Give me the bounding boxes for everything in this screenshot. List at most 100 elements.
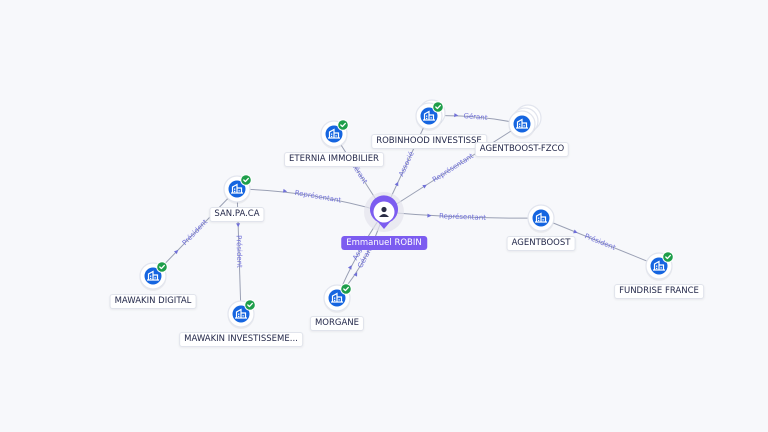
building-icon-shape: [147, 270, 159, 281]
building-icon: [235, 308, 247, 319]
building-icon-window: [542, 219, 544, 221]
building-icon-window: [656, 265, 658, 267]
company-node-fundrise[interactable]: [645, 251, 674, 281]
building-icon: [535, 212, 547, 223]
building-icon-window: [430, 117, 432, 119]
building-icon-window: [519, 123, 521, 125]
company-node-mawakin-invest[interactable]: [227, 299, 256, 329]
relation-edge: Représentant: [383, 211, 542, 222]
company-label-mawakin-digital[interactable]: MAWAKIN DIGITAL: [109, 294, 197, 309]
person-icon-head: [381, 206, 387, 213]
check-mark: [435, 104, 441, 110]
building-icon-shape: [423, 110, 435, 121]
check-mark: [243, 177, 249, 183]
building-icon-window: [234, 190, 236, 193]
check-mark: [159, 264, 165, 270]
edge-label: Représentant: [294, 189, 342, 205]
edge-label: Représentant: [439, 212, 486, 222]
building-icon-window: [234, 188, 236, 190]
edge-label: Associé: [397, 150, 415, 177]
building-icon-shape: [328, 128, 340, 139]
company-node-eternia[interactable]: [320, 119, 349, 149]
edge-arrow-icon: [394, 181, 399, 187]
building-icon-window: [238, 315, 240, 318]
verified-check-icon: [432, 101, 444, 113]
building-icon: [331, 292, 343, 303]
building-icon-window: [242, 315, 244, 317]
edge-arrow-icon: [282, 188, 288, 193]
person-label[interactable]: Emmanuel ROBIN: [341, 236, 427, 250]
verified-check-icon: [337, 119, 349, 131]
edge-arrow-icon: [236, 223, 241, 228]
building-icon-window: [331, 133, 333, 135]
edge-label: Gérant: [463, 112, 488, 122]
edge-arrow-icon: [347, 265, 352, 270]
building-icon-window: [238, 190, 240, 192]
edge-arrow-icon: [454, 113, 459, 118]
check-mark: [343, 286, 349, 292]
building-icon-shape: [331, 292, 343, 303]
building-icon-window: [334, 299, 336, 302]
company-node-agentboost[interactable]: [527, 204, 555, 233]
building-icon-shape: [653, 260, 665, 271]
building-icon-window: [426, 115, 428, 117]
company-label-morgane[interactable]: MORGANE: [309, 316, 365, 331]
building-icon-window: [335, 135, 337, 137]
building-icon: [516, 118, 528, 129]
building-icon-window: [331, 135, 333, 138]
person-icon-body: [379, 214, 389, 217]
building-icon: [653, 260, 665, 271]
building-icon: [423, 110, 435, 121]
edge-line: [540, 217, 660, 267]
building-icon-window: [538, 219, 540, 222]
company-node-sanpaca[interactable]: [223, 174, 252, 204]
company-label-agentboost-fzco[interactable]: AGENTBOOST-FZCO: [474, 142, 570, 157]
company-node-morgane[interactable]: [323, 283, 352, 313]
company-label-robinhood[interactable]: ROBINHOOD INVESTISSE: [371, 134, 487, 149]
edge-label: Représentant: [431, 152, 475, 184]
company-label-sanpaca[interactable]: SAN.PA.CA: [209, 207, 265, 222]
building-icon: [328, 128, 340, 139]
building-icon-shape: [235, 308, 247, 319]
relation-edge: Président: [234, 188, 244, 315]
check-mark: [247, 302, 253, 308]
company-node-mawakin-digital[interactable]: [139, 261, 168, 291]
verified-check-icon: [340, 283, 352, 295]
building-icon-shape: [231, 183, 243, 194]
building-icon-window: [656, 267, 658, 270]
check-mark: [340, 122, 346, 128]
edge-label: Président: [234, 235, 243, 268]
edge-line: [236, 188, 242, 315]
edge-arrow-icon: [173, 249, 179, 255]
edge-arrow-icon: [353, 272, 358, 277]
verified-check-icon: [662, 251, 674, 263]
building-icon-window: [426, 117, 428, 120]
building-icon-shape: [516, 118, 528, 129]
company-label-agentboost[interactable]: AGENTBOOST: [506, 236, 576, 251]
building-icon-window: [538, 217, 540, 219]
verified-check-icon: [156, 261, 168, 273]
company-label-fundrise[interactable]: FUNDRISE FRANCE: [614, 284, 704, 299]
company-node-agentboost-fzco[interactable]: [508, 104, 542, 139]
edge-arrow-icon: [427, 213, 432, 218]
building-icon: [147, 270, 159, 281]
building-icon-shape: [535, 212, 547, 223]
building-icon-window: [519, 125, 521, 128]
company-node-robinhood[interactable]: [415, 99, 446, 131]
edge-label: Président: [181, 218, 210, 247]
company-label-eternia[interactable]: ETERNIA IMMOBILIER: [284, 152, 384, 167]
person-icon: [379, 206, 389, 217]
building-icon-window: [334, 297, 336, 299]
building-icon-window: [150, 277, 152, 280]
building-icon-window: [338, 299, 340, 301]
company-label-mawakin-invest[interactable]: MAWAKIN INVESTISSEME...: [179, 332, 303, 347]
edge-label: Président: [583, 232, 616, 252]
person-node[interactable]: [364, 192, 404, 232]
verified-check-icon: [240, 174, 252, 186]
building-icon: [231, 183, 243, 194]
building-icon-window: [238, 313, 240, 315]
building-icon-window: [150, 275, 152, 277]
check-mark: [665, 254, 671, 260]
